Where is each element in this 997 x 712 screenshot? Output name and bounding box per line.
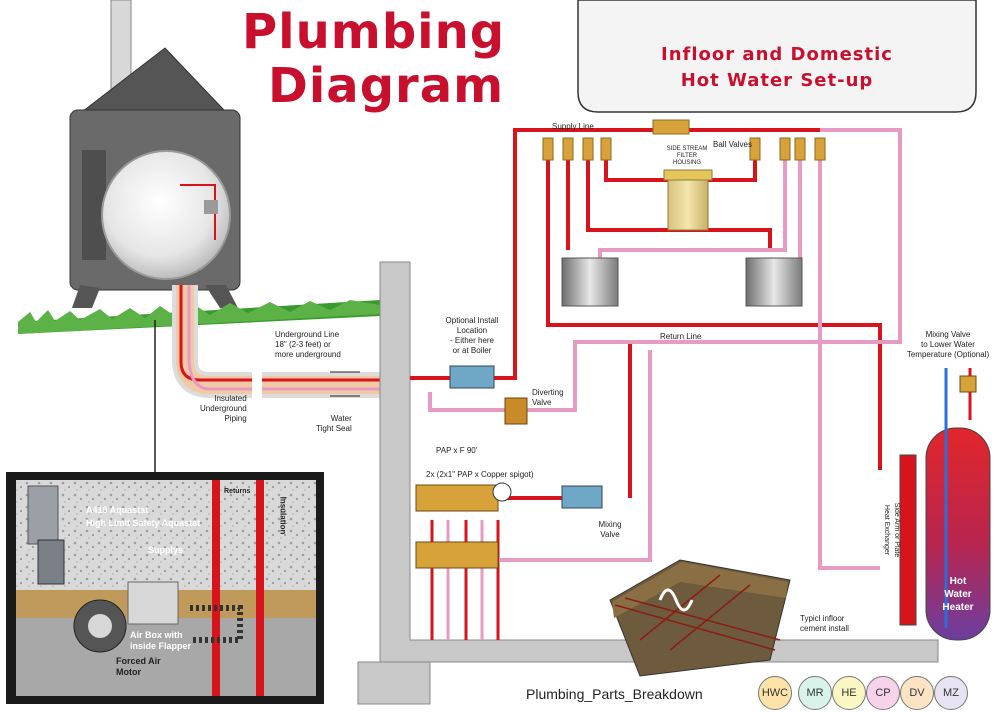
tank-left	[561, 257, 619, 307]
label-returns: Returns	[224, 488, 251, 495]
banner-line-1: Infloor and Domestic	[661, 44, 893, 65]
manifold-return	[415, 541, 499, 569]
manifold-supply	[415, 484, 499, 512]
heat-exchanger	[899, 454, 917, 626]
label-diverting-valve: Diverting Valve	[532, 388, 564, 407]
banner-box	[577, 0, 977, 113]
boiler-cutaway	[101, 150, 231, 280]
tank-right	[745, 257, 803, 307]
label-insulated-piping: Insulated Underground Piping	[200, 394, 247, 423]
label-supplys: Supplys	[148, 545, 184, 555]
label-side-arm: Side Arm or Plate Heat Exchanger	[883, 502, 900, 558]
badge-dv[interactable]: DV	[900, 676, 934, 710]
label-water-tight-seal: Water Tight Seal	[316, 414, 352, 433]
label-optional-install: Optional Install Location - Either here …	[445, 316, 499, 355]
floor-tubes	[430, 520, 500, 640]
label-ball-valves: Ball Valves	[713, 140, 752, 149]
circulator-pump	[449, 365, 495, 389]
label-underground-line: Underground Line 18" (2-3 feet) or more …	[275, 330, 341, 359]
label-insulation: Insulation	[278, 496, 288, 535]
filter-housing	[667, 177, 709, 231]
label-hot-water-heater: Hot Water Heater	[942, 576, 974, 613]
badge-cp[interactable]: CP	[866, 676, 900, 710]
label-supply-line: Supply Line	[552, 122, 594, 131]
boiler-legs	[72, 285, 238, 308]
label-pap-copper: 2x (2x1" PAP x Copper spigot)	[426, 470, 534, 479]
label-pap-f90: PAP x F 90'	[436, 446, 478, 455]
badge-mz[interactable]: MZ	[934, 676, 968, 710]
gauge	[492, 482, 512, 502]
ball-valves	[542, 119, 826, 161]
parts-breakdown-title: Plumbing_Parts_Breakdown	[526, 686, 703, 702]
diverting-valve	[504, 397, 528, 425]
banner-line-2: Hot Water Set-up	[680, 70, 874, 91]
badge-hwc[interactable]: HWC	[758, 676, 792, 710]
title-line-2: Diagram	[268, 58, 505, 114]
badge-mr[interactable]: MR	[798, 676, 832, 710]
label-a419: A419 Aquastat	[86, 505, 149, 515]
mixing-pump	[561, 485, 603, 509]
label-air-box: Air Box with inside Flapper	[130, 630, 192, 651]
supply-lines	[410, 128, 882, 500]
badge-he[interactable]: HE	[832, 676, 866, 710]
boiler-roof	[76, 47, 226, 116]
label-mixing-valve-lower: Mixing Valve to Lower Water Temperature …	[906, 330, 990, 359]
return-lines	[428, 128, 902, 570]
label-high-limit: High Limit Safety Aquastat	[86, 518, 201, 528]
label-typical-infloor: Typicl infloor cement install	[800, 614, 849, 633]
label-forced-air: Forced Air Motor	[116, 656, 161, 677]
hot-water-heater	[925, 427, 991, 641]
label-side-stream-filter: SIDE STREAM FILTER HOUSING	[666, 146, 708, 166]
title-line-1: Plumbing	[242, 4, 506, 60]
air-box	[127, 581, 179, 625]
label-mixing-valve: Mixing Valve	[598, 520, 622, 539]
label-return-line: Return Line	[660, 332, 702, 341]
